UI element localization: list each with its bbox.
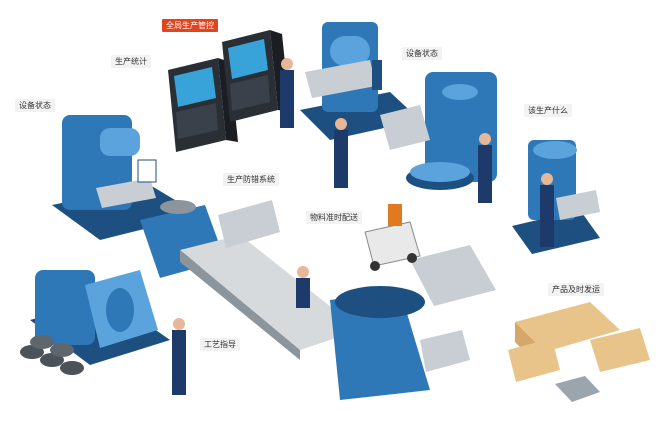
pipe-stack (20, 335, 84, 375)
label-what-to-produce: 该生产什么 (524, 104, 572, 117)
milling-machine-left (52, 115, 200, 240)
label-material-delivery: 物料准时配送 (306, 211, 362, 224)
label-error-proofing: 生产防错系统 (223, 173, 279, 186)
control-console-right (222, 30, 290, 122)
label-process-guidance: 工艺指导 (200, 338, 240, 351)
workers (172, 58, 554, 395)
parts-rack-center (218, 105, 496, 372)
label-product-shipping: 产品及时发运 (548, 283, 604, 296)
lathe-machine-right (512, 140, 600, 254)
product-crates (508, 302, 650, 402)
forklift (364, 204, 421, 271)
label-production-stats: 生产统计 (111, 55, 151, 68)
label-equipment-status-top: 设备状态 (402, 47, 442, 60)
milling-machine-top (300, 22, 420, 140)
lathe-machine-bottom-left (30, 270, 170, 365)
label-global-control: 全局生产管控 (162, 19, 218, 32)
conveyor-line (140, 200, 430, 400)
label-equipment-status-left: 设备状态 (15, 99, 55, 112)
